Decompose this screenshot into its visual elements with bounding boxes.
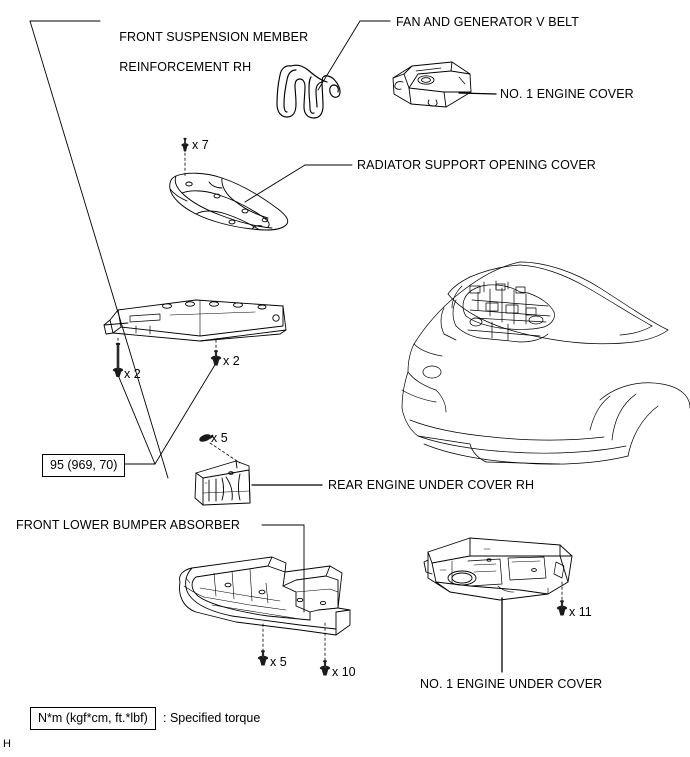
qty-bumper-absorber-bolts: x 5 — [270, 655, 287, 669]
part-front-lower-bumper-absorber — [179, 556, 351, 636]
fastener-radiator-clips-glyph — [181, 137, 189, 152]
label-no-1-engine-cover: NO. 1 ENGINE COVER — [500, 87, 634, 101]
fastener-engine-under-cover-bolt-glyph — [556, 600, 568, 616]
leader-rear-cover-clips-dashed — [209, 442, 241, 464]
fastener-bumper-bolt5-glyph — [257, 650, 269, 666]
label-radiator-support-opening-cover: RADIATOR SUPPORT OPENING COVER — [357, 158, 596, 172]
legend-description: : Specified torque — [163, 711, 261, 725]
label-rear-engine-under-cover-rh: REAR ENGINE UNDER COVER RH — [328, 478, 535, 492]
label-line-1: FRONT SUSPENSION MEMBER — [119, 30, 309, 44]
label-line-2: REINFORCEMENT RH — [119, 60, 252, 74]
fastener-bumper-bolt10-glyph — [319, 660, 331, 676]
legend-unit-box: N*m (kgf*cm, ft.*lbf) — [30, 707, 156, 730]
part-rear-engine-under-cover-rh — [194, 460, 251, 506]
qty-suspension-bolt-right: x 2 — [223, 354, 240, 368]
leader-no1-engine-cover — [458, 92, 497, 95]
label-no-1-engine-under-cover: NO. 1 ENGINE UNDER COVER — [420, 677, 603, 691]
qty-rear-engine-under-cover-clips: x 5 — [211, 431, 228, 445]
part-front-suspension-member-reinforcement — [103, 299, 287, 342]
leader-front-lower-bumper-absorber — [261, 524, 305, 613]
part-no1-engine-cover — [392, 61, 472, 108]
part-no1-engine-under-cover — [423, 537, 573, 601]
leader-fan-belt — [317, 20, 391, 91]
label-front-lower-bumper-absorber: FRONT LOWER BUMPER ABSORBER — [16, 518, 241, 532]
leader-front-suspension-member — [29, 20, 169, 479]
fastener-suspension-bolt-right-glyph — [210, 350, 222, 366]
qty-engine-under-cover-bolts: x 11 — [569, 605, 592, 619]
qty-suspension-bolt-left: x 2 — [124, 367, 141, 381]
fastener-suspension-bolt-left-glyph — [112, 342, 124, 377]
label-fan-and-generator-v-belt: FAN AND GENERATOR V BELT — [396, 15, 579, 29]
qty-radiator-support-clips: x 7 — [192, 138, 209, 152]
page-corner-mark: H — [3, 738, 11, 750]
torque-spec-box: 95 (969, 70) — [42, 454, 126, 477]
label-front-suspension-member-reinforcement-rh: FRONT SUSPENSION MEMBER REINFORCEMENT RH — [105, 15, 308, 90]
vehicle-illustration — [401, 261, 690, 465]
leader-bumper-fasteners-dashed — [262, 622, 326, 661]
part-fan-generator-v-belt — [276, 64, 341, 119]
leader-radiator-support-cover — [244, 164, 353, 203]
part-radiator-support-opening-cover — [169, 172, 289, 231]
qty-bumper-absorber-clips: x 10 — [332, 665, 356, 679]
